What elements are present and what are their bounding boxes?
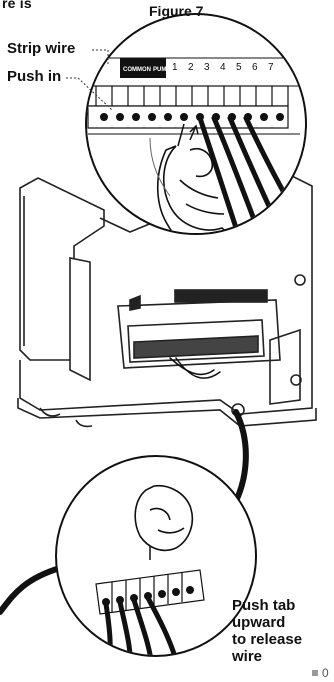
callout-push-tab-line-3: to release [232, 631, 302, 648]
common-label: COMMON [123, 67, 151, 73]
zoom-circle-top: COMMON PUMP 1 2 3 4 5 6 7 [80, 14, 320, 260]
zone-number-3: 3 [204, 62, 210, 73]
pump-label: PUMP [153, 67, 170, 73]
callout-strip-wire: Strip wire [7, 40, 75, 57]
callout-push-in: Push in [7, 68, 61, 85]
zone-number-5: 5 [236, 62, 242, 73]
callout-push-tab: Push tab upward to release wire [232, 597, 302, 665]
figure-title: Figure 7 [149, 3, 203, 19]
zoom-circle-bottom [56, 456, 256, 672]
page-text-fragment: re is [2, 0, 32, 11]
callout-push-tab-line-1: Push tab [232, 597, 302, 614]
callout-push-tab-line-4: wire [232, 648, 302, 665]
zone-number-4: 4 [220, 62, 226, 73]
zone-number-2: 2 [188, 62, 194, 73]
zone-number-7: 7 [268, 62, 274, 73]
callout-push-tab-line-2: upward [232, 614, 302, 631]
zone-number-1: 1 [172, 62, 178, 73]
zone-number-6: 6 [252, 62, 258, 73]
page-number: 0 [312, 666, 329, 680]
